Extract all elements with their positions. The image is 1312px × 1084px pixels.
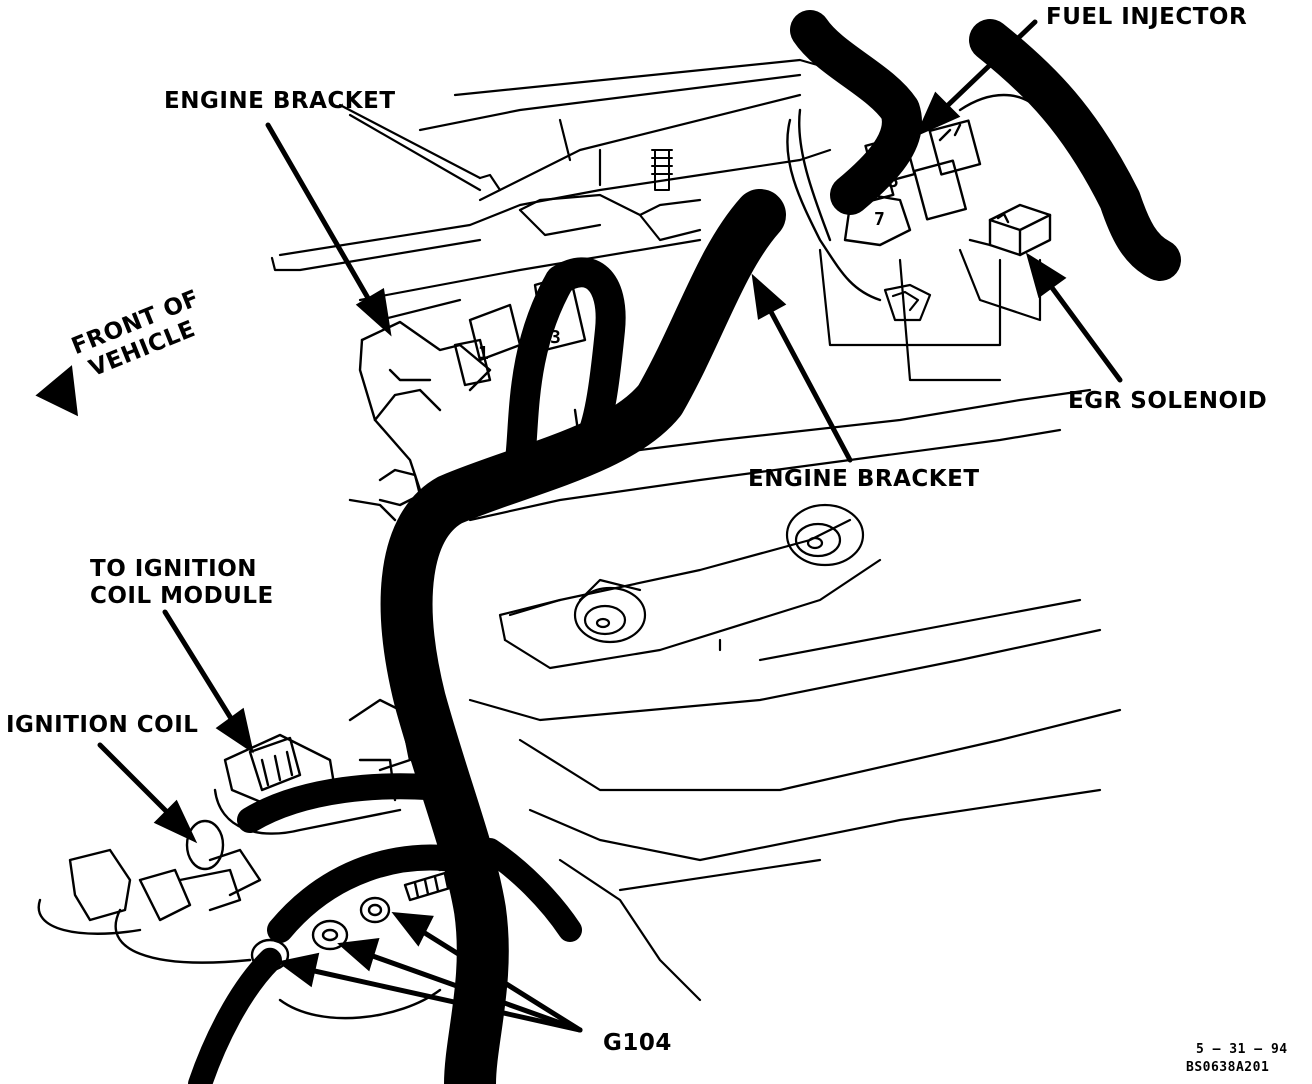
valve-cover: [468, 388, 1122, 1002]
label-to-ignition-line1: TO IGNITION: [90, 556, 258, 582]
connector-number-7: 7: [874, 209, 886, 230]
ground-studs: [250, 858, 462, 1020]
lower-harness-branch: [188, 773, 582, 1084]
intake-plenum: [270, 58, 837, 322]
label-g104: G104: [603, 1030, 672, 1056]
connector-number-5: 5: [888, 171, 900, 192]
injector-harness-branch: [790, 10, 922, 215]
ignition-coil-module-part: [213, 698, 412, 835]
egr-solenoid-part: [968, 203, 1052, 257]
connector-number-3: 3: [550, 327, 562, 348]
leader-arrows: [35, 19, 1123, 1033]
label-fuel-injector: FUEL INJECTOR: [1046, 4, 1248, 30]
label-to-ignition-line2: COIL MODULE: [90, 583, 274, 609]
left-bracket-connectors: [453, 273, 587, 452]
label-figure-code: BS0638A201: [1186, 1060, 1270, 1075]
fuel-injector-body: [818, 248, 1042, 382]
main-wiring-harness: [380, 189, 786, 1084]
filler-cap-upper: [785, 503, 865, 567]
label-to-ignition-coil-module: TO IGNITION COIL MODULE: [90, 556, 274, 610]
fuel-injector-connectors: [786, 93, 1042, 302]
left-engine-bracket: [348, 320, 492, 522]
right-harness-branch: [969, 19, 1181, 281]
plenum-bolt: [651, 149, 673, 191]
label-date-code: 5 – 31 – 94: [1196, 1042, 1288, 1057]
label-engine-bracket-mid: ENGINE BRACKET: [748, 466, 980, 492]
label-egr-solenoid: EGR SOLENOID: [1068, 388, 1268, 414]
label-ignition-coil: IGNITION COIL: [6, 712, 199, 738]
ignition-coil-part: [37, 819, 262, 964]
connector-number-1: 1: [478, 343, 490, 364]
filler-cap-lower: [573, 586, 647, 644]
label-engine-bracket-top: ENGINE BRACKET: [164, 88, 396, 114]
